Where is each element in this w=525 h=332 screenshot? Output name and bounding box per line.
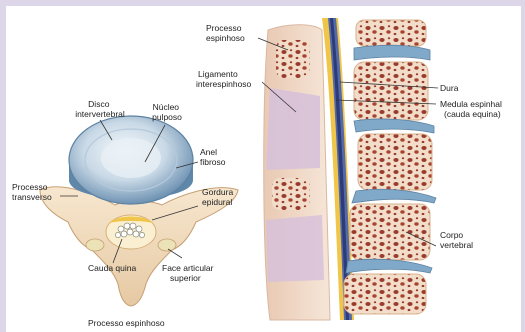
interspinous-ligament-lower	[266, 215, 324, 282]
label-processo-espinhoso-bottom: Processo espinhoso	[88, 318, 165, 328]
spinous-bone-1	[276, 40, 310, 78]
label-cauda-quina: Cauda quina	[88, 263, 136, 273]
nucleus-pulposus	[101, 138, 161, 178]
label-medula: Medula espinhal (cauda equina)	[440, 99, 504, 119]
label-processo-espinhoso-top: Processo espinhoso	[206, 23, 245, 43]
spinous-bone-2	[272, 178, 310, 210]
interspinous-ligament	[266, 88, 320, 170]
label-gordura: Gordura epidural	[202, 187, 236, 207]
label-nucleo: Núcleo pulposo	[152, 102, 182, 122]
label-dura: Dura	[440, 83, 459, 93]
facet-left	[86, 239, 104, 251]
facet-right	[158, 239, 176, 251]
label-processo-transverso: Processo transverso	[12, 182, 52, 202]
